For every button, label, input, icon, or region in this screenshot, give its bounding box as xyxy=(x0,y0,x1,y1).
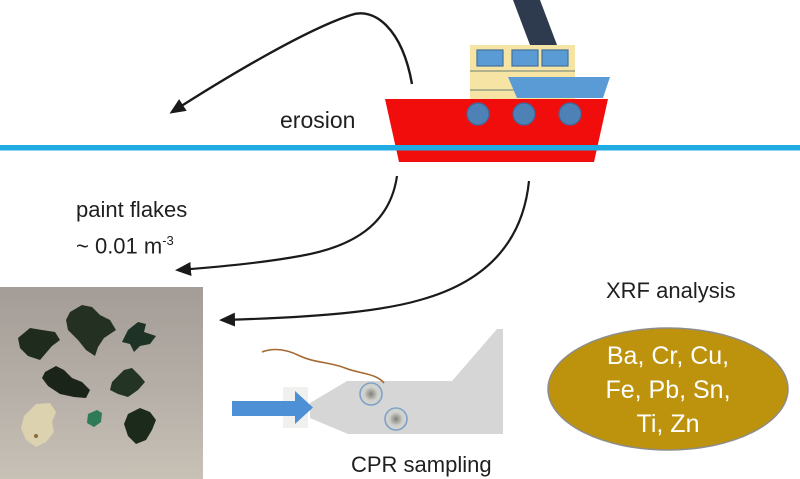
erosion-label: erosion xyxy=(280,107,356,133)
paint-flake xyxy=(122,322,156,352)
xrf-elements-line: Ba, Cr, Cu, xyxy=(606,342,730,370)
paint-flakes-photo xyxy=(0,287,203,479)
paint-flake-teal xyxy=(87,410,102,427)
ship-window xyxy=(541,49,569,67)
xrf-ellipse xyxy=(547,327,789,451)
paint-flakes-label: paint flakes ~ 0.01 m-3 xyxy=(76,194,236,261)
paint-flakes-concentration: ~ 0.01 m xyxy=(76,233,163,259)
cpr-body xyxy=(310,329,503,434)
paint-flake xyxy=(66,305,116,356)
erosion-arrow xyxy=(169,12,414,114)
paint-flake xyxy=(18,328,60,360)
paint-flake xyxy=(124,408,156,444)
water-line xyxy=(0,145,800,151)
paint-flakes-label-line1: paint flakes xyxy=(76,197,188,222)
xrf-elements-line: Ti, Zn xyxy=(636,410,700,438)
ship-porthole xyxy=(466,102,490,126)
paint-flakes-exponent: -3 xyxy=(162,233,174,248)
ship-porthole xyxy=(558,102,582,126)
cpr-port-center xyxy=(388,411,404,427)
ship-window xyxy=(511,49,539,67)
xrf-analysis-label: XRF analysis xyxy=(606,278,736,303)
flow-arrow xyxy=(232,391,313,424)
tow-wire xyxy=(261,348,385,384)
paint-flake-cream xyxy=(21,403,56,447)
ship-funnel xyxy=(513,0,557,45)
ship-bridge-deck xyxy=(508,77,610,98)
paint-flake xyxy=(110,368,145,397)
paint-flake xyxy=(42,366,90,398)
paint-flake-speck xyxy=(34,434,38,438)
paint-flakes-arrow-upper xyxy=(175,175,399,277)
cpr-sampling-label: CPR sampling xyxy=(351,452,492,477)
ship-window xyxy=(476,49,504,67)
ship-illustration xyxy=(385,0,610,162)
paint-flakes-arrow-lower xyxy=(219,180,531,327)
ship-porthole xyxy=(512,102,536,126)
cpr-sampler-illustration xyxy=(232,329,503,434)
xrf-elements-line: Fe, Pb, Sn, xyxy=(605,376,731,404)
xrf-elements-list: Ba, Cr, Cu, Fe, Pb, Sn, Ti, Zn xyxy=(548,338,788,442)
cpr-port-center xyxy=(363,386,379,402)
